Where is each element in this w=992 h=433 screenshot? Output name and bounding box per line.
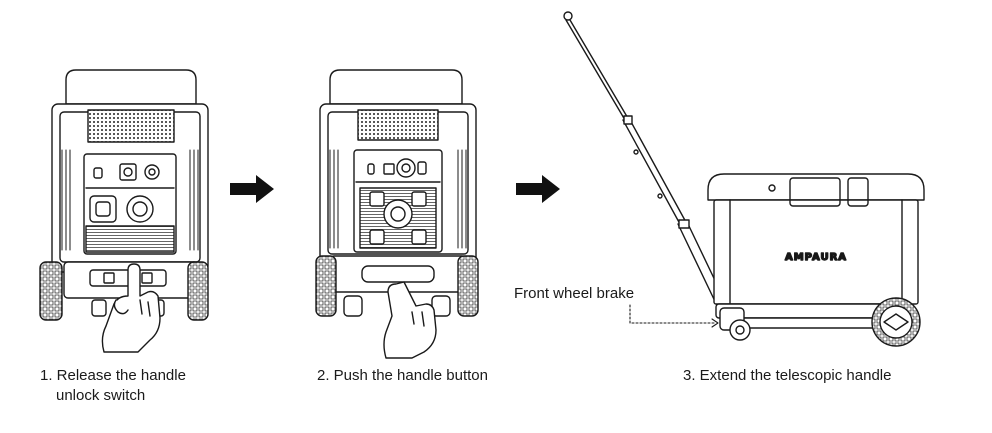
unit-step2	[315, 69, 479, 317]
telescopic-handle	[563, 11, 733, 317]
brand-logo-text: AMPAURA	[785, 252, 847, 263]
front-wheel	[719, 307, 751, 341]
arrow-right-icon	[230, 175, 274, 203]
hand-pointer-icon	[383, 281, 437, 359]
rear-wheel	[871, 297, 921, 347]
front-wheel-brake-label: Front wheel brake	[514, 285, 635, 302]
step-3-caption: 3. Extend the telescopic handle	[683, 366, 891, 386]
step-3-caption-line1: 3. Extend the telescopic handle	[683, 367, 892, 384]
step-1-caption-line1: 1. Release the handle	[40, 367, 186, 384]
step-2-caption: 2. Push the handle button	[317, 366, 488, 386]
step-2-caption-line1: 2. Push the handle button	[317, 367, 488, 384]
hand-pointer-icon	[101, 263, 161, 353]
step-1-caption: 1. Release the handle unlock switch	[40, 366, 186, 406]
arrow-right-icon	[516, 175, 560, 203]
step-1-caption-line2: unlock switch	[56, 387, 146, 404]
unit-step1	[39, 69, 209, 321]
unit-step3: AMPAURA	[563, 11, 925, 347]
brake-leader-line	[629, 304, 717, 324]
